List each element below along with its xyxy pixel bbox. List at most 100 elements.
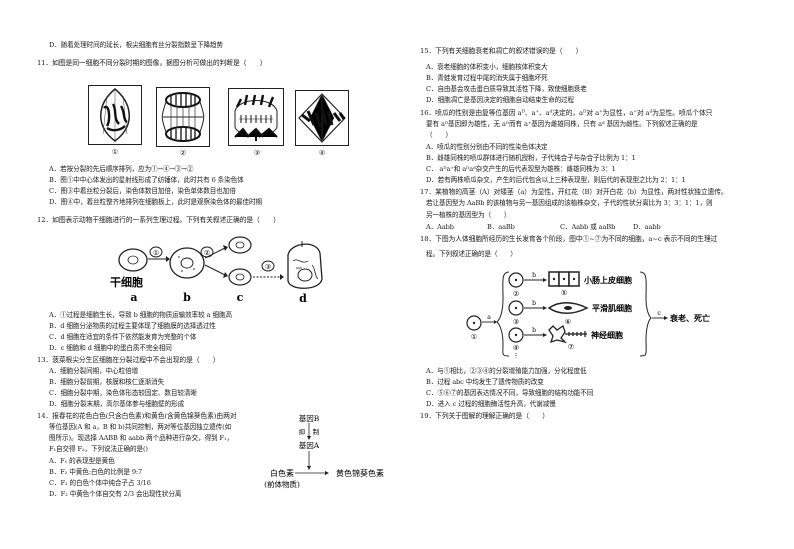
- q16-option-c: C． aᴰa⁺和 aᴰaᵈ杂交产生的后代表现型为雄株：雌雄同株为 3：1: [426, 165, 616, 173]
- q14-option-b: B．F₂ 中黄色:白色的比例是 9:7: [49, 468, 143, 476]
- neuron-label: 神经细胞: [591, 330, 623, 340]
- inhibit-label-2: 制: [313, 427, 320, 436]
- q18-option-c: C．⑤⑥⑦的基因表达情况不同，导致细胞的结构功能不同: [426, 389, 594, 397]
- aging-death-label: 衰老、死亡: [669, 313, 710, 323]
- white-pigment-label: 白色素: [270, 468, 294, 478]
- q12-figure: ① ② ③ 干细胞 a b c d: [90, 235, 350, 310]
- mitosis-image-4: [295, 90, 349, 146]
- process-a-label: a: [487, 314, 491, 321]
- q15-option-d: D．细胞凋亡是基因决定的细胞自动结束生命的过程: [426, 96, 575, 104]
- q11-figure: ① ② ③ ④: [70, 82, 350, 162]
- anaphase-cell-icon: [234, 94, 278, 141]
- process-2-label: ②: [204, 249, 210, 257]
- q16-option-b: B．雌雄同株的喷瓜群体进行随机授粉，子代纯合子与杂合子比例为 1：1: [426, 154, 636, 162]
- process-3-label: ③: [265, 263, 271, 271]
- q13-option-b: B．细胞分裂前期，核膜和核仁逐渐消失: [49, 378, 165, 386]
- q13-option-a: A．细胞分裂间期，中心粒倍增: [49, 367, 139, 375]
- cell-6-label: ⑥: [565, 318, 571, 326]
- q13-option-c: C．细胞分裂中期，染色体形态较固定、数目较清晰: [49, 389, 197, 397]
- gene-b-label: 基因B: [299, 413, 320, 423]
- q13-option-d: D．细胞分裂末期，高尔基体参与细胞壁的形成: [49, 400, 185, 408]
- q15-option-a: A．衰老细胞的体积变小，细胞核体积变大: [426, 63, 548, 71]
- q11-stem: 11．如图是同一细胞不同分裂时期的图像，据图分析可做出的判断是（ ）: [37, 59, 267, 67]
- q15-option-c: C．自由基会攻击蛋白质导致其活性下降，致使细胞衰老: [426, 85, 587, 93]
- stem-cell-label: 干细胞: [110, 275, 143, 289]
- precursor-label: (前体物质): [264, 479, 300, 489]
- image-1-label: ①: [111, 148, 119, 156]
- q14-stem-line-4: F₁自交得 F₂，下列说法正确的是(): [49, 445, 148, 453]
- cell-7-label: ⑦: [568, 343, 574, 351]
- q17-stem-line-2: 若让基因型为 AaBb 的该植物与另一基因组成的该植株杂交，子代的性状分离比为 …: [426, 199, 713, 207]
- q17-option-b: B．aaBb: [487, 223, 515, 231]
- gene-pathway-diagram: 基因B 抑 制 基因A 白色素 黄色锦葵色素 (前体物质): [264, 413, 384, 489]
- q11-option-c: C．图③中着丝粒分裂后，染色体数目加倍，染色单体数目也加倍: [49, 187, 236, 195]
- cell-5-label: ⑤: [561, 289, 567, 297]
- metaphase-cell-icon: [298, 93, 346, 143]
- stage-c-label: c: [237, 291, 244, 304]
- q17-option-a: A．Aabb: [426, 223, 454, 231]
- q16-stem-line-2: 要有 aᴰ基因即为雄性，无 aᴰ而有 a⁺基因为雌雄同株，只有 aᵈ 基因为雌性…: [426, 120, 698, 128]
- q15-stem: 15．下列有关细胞衰老和凋亡的叙述错误的是（ ）: [420, 47, 583, 55]
- image-4-label: ④: [318, 149, 326, 157]
- q12-option-c: C．d 细胞在适宜的条件下依然能发育为完整的个体: [49, 333, 197, 341]
- q18-option-d: D．进入 c 过程的细胞酶活性升高，代谢减慢: [426, 400, 556, 408]
- q14-stem-line-2: 等位基因(A 和 a，B 和 b)共同控制，两对等位基因独立遗传(如: [49, 423, 232, 431]
- inhibit-label-1: 抑: [299, 427, 306, 436]
- process-1-label: ①: [153, 249, 159, 257]
- q18-stem-line-1: 18．下图为人体细胞所经历的生长发育各个阶段，图中①~⑦为不同的细胞，a~c 表…: [420, 235, 718, 243]
- q12-option-a: A．①过程是细胞生长，导致 b 细胞的物质运输效率较 a 细胞高: [49, 311, 232, 319]
- q10-option-d: D．随着处理时间的延长，根尖细胞有丝分裂指数呈下降趋势: [49, 41, 224, 49]
- smooth-muscle-cell-label: 平滑肌细胞: [592, 303, 632, 313]
- image-2-label: ②: [179, 149, 187, 157]
- q11-option-a: A．若按分裂的先后顺序排列，应为①→④→③→②: [49, 165, 194, 173]
- q14-stem-line-3: 图所示)。现选择 AABB 和 aabb 两个品种进行杂交，得到 F₁，: [49, 434, 234, 442]
- q17-option-c: C．Aabb 或 aaBb: [560, 223, 616, 231]
- yellow-pigment-label: 黄色锦葵色素: [336, 468, 384, 478]
- q11-option-b: B．图①中中心体发出的星射线形成了纺锤体，此时共有 6 条染色体: [49, 176, 244, 184]
- q18-option-a: A．与①相比，②③④的分裂增殖能力加强，分化程度低: [426, 367, 587, 375]
- stem-cell-process-diagram: ① ② ③ 干细胞 a b c d: [110, 236, 323, 305]
- q15-option-b: B．青蛙发育过程中尾的消失属于细胞坏死: [426, 74, 548, 82]
- process-c-label: c: [657, 310, 661, 317]
- q17-stem-line-3: 另一植株的基因型为（ ）: [426, 211, 511, 219]
- q17-option-d: D．aabb: [633, 223, 661, 231]
- cell-2-label: ②: [513, 290, 519, 298]
- stage-a-label: a: [130, 291, 137, 304]
- q14-stem-line-1: 14．报春花的花色白色(只含白色素)和黄色(含黄色锦葵色素)由两对: [37, 412, 237, 420]
- stage-d-label: d: [299, 292, 307, 305]
- cell-differentiation-diagram: ① a ② b ⑤ 小肠上皮细胞 ③ b: [466, 271, 710, 360]
- process-b-label-1: b: [532, 272, 536, 279]
- gene-a-label: 基因A: [299, 440, 320, 450]
- q14-option-c: C．F₂ 的白色个体中纯合子占 3/16: [49, 479, 151, 487]
- q13-stem: 13．菠菜根尖分生区细胞在分裂过程中不会出现的是（ ）: [37, 356, 220, 364]
- q18-figure: ① a ② b ⑤ 小肠上皮细胞 ③ b: [465, 268, 725, 360]
- q18-stem-line-2: 程。下列叙述正确的是（ ）: [426, 250, 517, 258]
- q12-option-b: B．d 细胞分泌物质的过程主要体现了细胞膜的选择透过性: [49, 322, 216, 330]
- q12-stem: 12．如图表示动物干细胞进行的一系列生理过程。下列有关叙述正确的是（ ）: [37, 216, 280, 224]
- q16-option-d: D．若有两株喷瓜杂交，产生的后代包含以上三种表现型，则后代的表现型之比为 2：1…: [426, 176, 686, 184]
- cell-4-label: ④: [513, 344, 519, 352]
- prophase-cell-icon: [100, 88, 130, 142]
- q12-option-d: D．c 细胞和 d 细胞中的蛋白质不完全相同: [49, 344, 172, 352]
- q16-stem-line-1: 16．喷瓜的性别是由复等位基因 aᴰ、a⁺、aᵈ决定的，aᴰ对 a⁺为显性，a⁺…: [420, 109, 713, 117]
- intestinal-epithelial-cell-label: 小肠上皮细胞: [583, 275, 632, 285]
- process-b-label-2: b: [532, 300, 536, 307]
- process-b-label-3: b: [532, 327, 536, 334]
- mitosis-image-2: [156, 87, 210, 147]
- q14-figure: 基因B 抑 制 基因A 白色素 黄色锦葵色素 (前体物质): [262, 410, 392, 490]
- q14-option-a: A．F₁ 的表现型是黄色: [49, 457, 115, 465]
- cell-3-label: ③: [513, 318, 519, 326]
- stage-b-label: b: [183, 291, 191, 304]
- image-3-label: ③: [253, 149, 261, 157]
- q11-option-d: D．图④中，着丝粒整齐地排列在细胞板上，此时是观察染色体的最佳时期: [49, 198, 262, 206]
- mitosis-image-3: [228, 88, 284, 146]
- q16-stem-line-3: （ ）: [426, 131, 452, 139]
- more-cells-ellipsis: ⋮: [513, 352, 520, 358]
- q19-stem: 19．下列关于图解的理解正确的是（ ）: [420, 412, 549, 420]
- q14-option-d: D．F₂ 中黄色个体自交有 2/3 会出现性状分离: [49, 490, 182, 498]
- q18-option-b: B．过程 abc 中均发生了遗传物质的改变: [426, 378, 544, 386]
- telophase-cell-icon: [161, 92, 205, 142]
- q17-stem-line-1: 17．某植物的高茎（A）对矮茎（a）为显性，开红花（B）对开白花（b）为显性，两…: [420, 188, 728, 196]
- q16-option-a: A．喷瓜的性别分别由不同的性染色体决定: [426, 143, 548, 151]
